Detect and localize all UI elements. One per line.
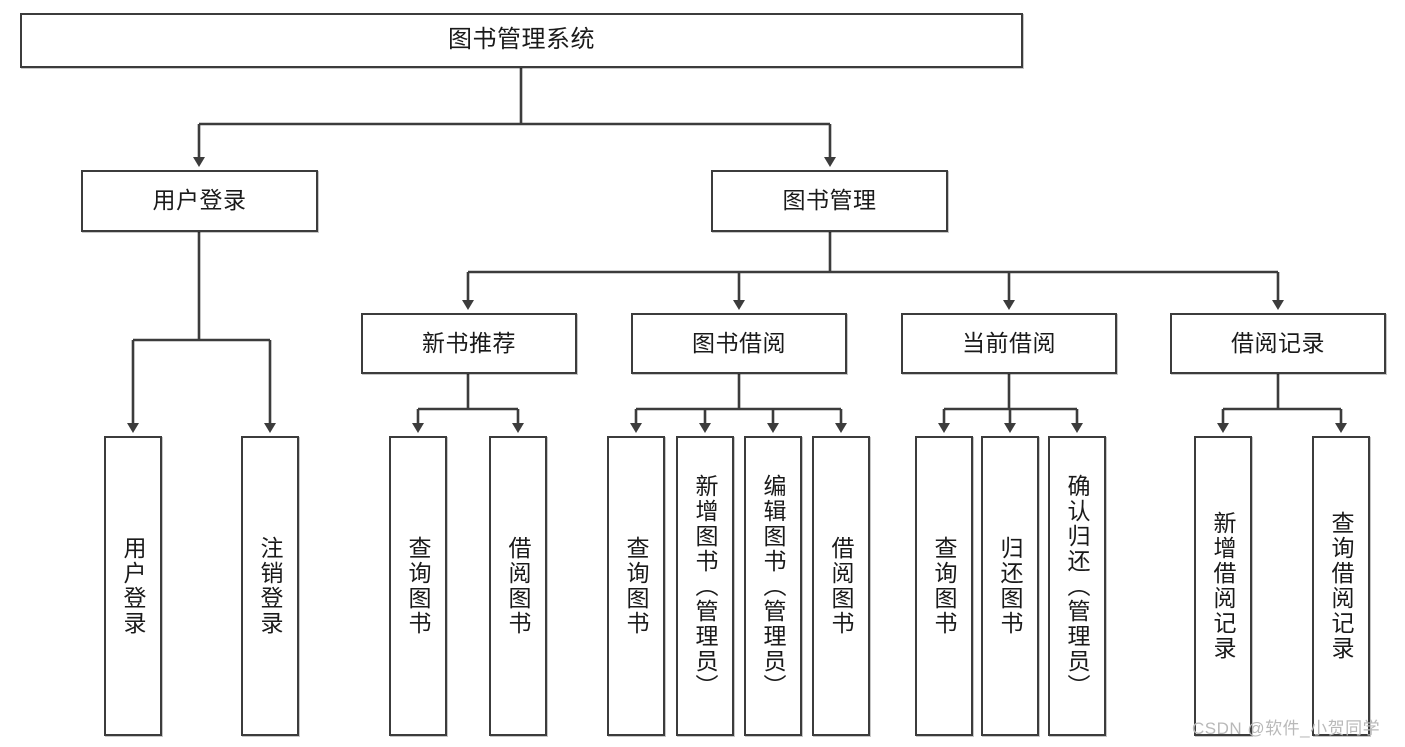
leaf-return-book-label: 归还图书 [997,536,1024,636]
node-root-label: 图书管理系统 [448,26,595,54]
leaf-query-book-2[interactable]: 查询图书 [607,436,665,736]
node-user-login-label: 用户登录 [152,187,247,214]
leaf-edit-book-label: 编辑图书（管理员） [760,473,787,699]
leaf-add-record[interactable]: 新增借阅记录 [1194,436,1252,736]
node-user-login[interactable]: 用户登录 [81,170,318,232]
node-book-borrow-label: 图书借阅 [692,329,786,356]
node-book-borrow[interactable]: 图书借阅 [631,313,847,374]
leaf-query-record[interactable]: 查询借阅记录 [1312,436,1370,736]
leaf-borrow-book-1-label: 借阅图书 [505,536,532,636]
node-root[interactable]: 图书管理系统 [20,13,1023,68]
leaf-edit-book[interactable]: 编辑图书（管理员） [744,436,802,736]
node-book-management[interactable]: 图书管理 [711,170,948,232]
csdn-watermark: CSDN @软件_小贺同学 [1192,719,1381,738]
leaf-user-login[interactable]: 用户登录 [104,436,162,736]
leaf-borrow-book-2[interactable]: 借阅图书 [812,436,870,736]
leaf-query-book-3[interactable]: 查询图书 [915,436,973,736]
leaf-query-book-2-label: 查询图书 [623,536,650,636]
node-current-borrow-label: 当前借阅 [962,329,1056,356]
node-borrow-record[interactable]: 借阅记录 [1170,313,1386,374]
leaf-add-book[interactable]: 新增图书（管理员） [676,436,734,736]
leaf-add-record-label: 新增借阅记录 [1210,511,1237,661]
node-current-borrow[interactable]: 当前借阅 [901,313,1117,374]
leaf-add-book-label: 新增图书（管理员） [692,473,719,699]
leaf-borrow-book-2-label: 借阅图书 [828,536,855,636]
leaf-confirm-return[interactable]: 确认归还（管理员） [1048,436,1106,736]
leaf-query-book-3-label: 查询图书 [931,536,958,636]
node-borrow-record-label: 借阅记录 [1231,329,1325,356]
leaf-user-login-label: 用户登录 [120,536,147,636]
node-book-management-label: 图书管理 [782,187,877,214]
node-new-book-recommend[interactable]: 新书推荐 [361,313,577,374]
leaf-borrow-book-1[interactable]: 借阅图书 [489,436,547,736]
leaf-query-book-1[interactable]: 查询图书 [389,436,447,736]
leaf-confirm-return-label: 确认归还（管理员） [1064,473,1091,699]
leaf-query-book-1-label: 查询图书 [405,536,432,636]
leaf-user-logout[interactable]: 注销登录 [241,436,299,736]
leaf-return-book[interactable]: 归还图书 [981,436,1039,736]
leaf-query-record-label: 查询借阅记录 [1328,511,1355,661]
node-new-book-recommend-label: 新书推荐 [422,329,516,356]
leaf-user-logout-label: 注销登录 [257,536,284,636]
